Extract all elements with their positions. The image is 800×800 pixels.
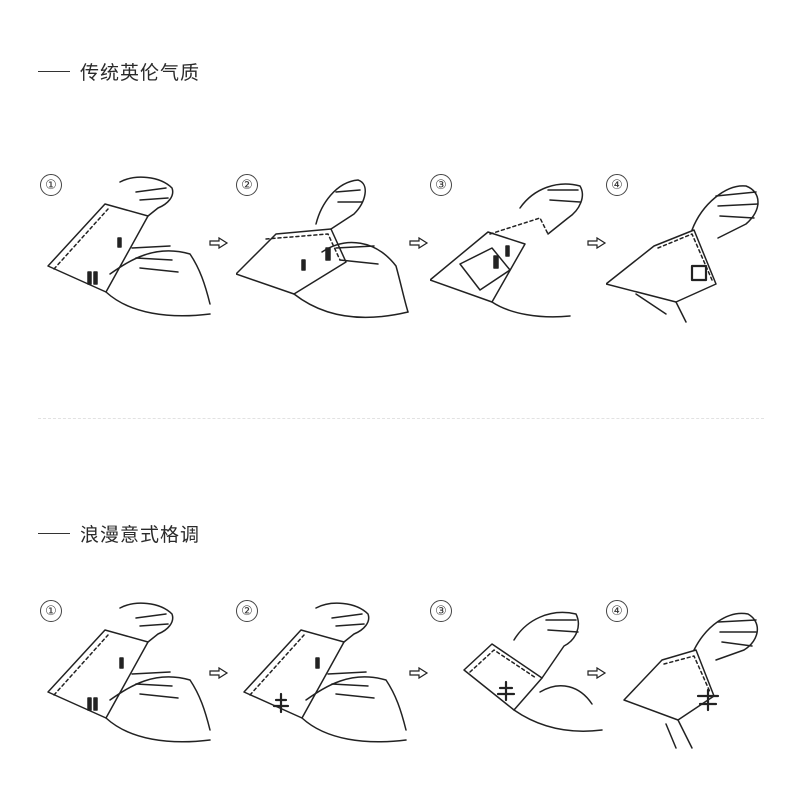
step-number: ② <box>236 174 258 196</box>
hollow-right-arrow-icon <box>209 666 229 680</box>
section-heading: 传统英伦气质 <box>38 58 200 85</box>
cuff-hand-illustration <box>47 176 211 317</box>
step-number: ④ <box>606 600 628 622</box>
step-number: ① <box>40 600 62 622</box>
section-divider <box>38 418 764 419</box>
section-italian: 浪漫意式格调 ① <box>0 460 800 800</box>
cuff-hand-illustration <box>606 185 759 323</box>
step-number: ④ <box>606 174 628 196</box>
step-number: ② <box>236 600 258 622</box>
hollow-right-arrow-icon <box>209 236 229 250</box>
step-3: ③ <box>430 600 615 750</box>
step-4: ④ <box>606 600 791 750</box>
section-title: 浪漫意式格调 <box>80 524 201 546</box>
step-3: ③ <box>430 174 615 324</box>
step-number: ① <box>40 174 62 196</box>
cuff-hand-illustration <box>243 602 407 743</box>
cuff-hand-illustration <box>623 612 758 749</box>
hollow-right-arrow-icon <box>587 236 607 250</box>
hollow-right-arrow-icon <box>409 236 429 250</box>
heading-dash <box>38 71 70 72</box>
hollow-right-arrow-icon <box>587 666 607 680</box>
step-number: ③ <box>430 174 452 196</box>
hollow-right-arrow-icon <box>409 666 429 680</box>
heading-dash <box>38 533 70 534</box>
step-2: ② <box>236 174 421 324</box>
cuff-hand-illustration <box>463 611 603 732</box>
step-1: ① <box>40 600 225 750</box>
step-2: ② <box>236 600 421 750</box>
section-title: 传统英伦气质 <box>80 62 201 84</box>
cuff-hand-illustration <box>236 179 409 319</box>
step-1: ① <box>40 174 225 324</box>
step-4: ④ <box>606 174 791 324</box>
step-number: ③ <box>430 600 452 622</box>
cuff-hand-illustration <box>47 602 211 743</box>
section-british: 传统英伦气质 ① <box>38 58 791 324</box>
cuff-hand-illustration <box>430 183 584 318</box>
section-heading: 浪漫意式格调 <box>38 520 200 547</box>
